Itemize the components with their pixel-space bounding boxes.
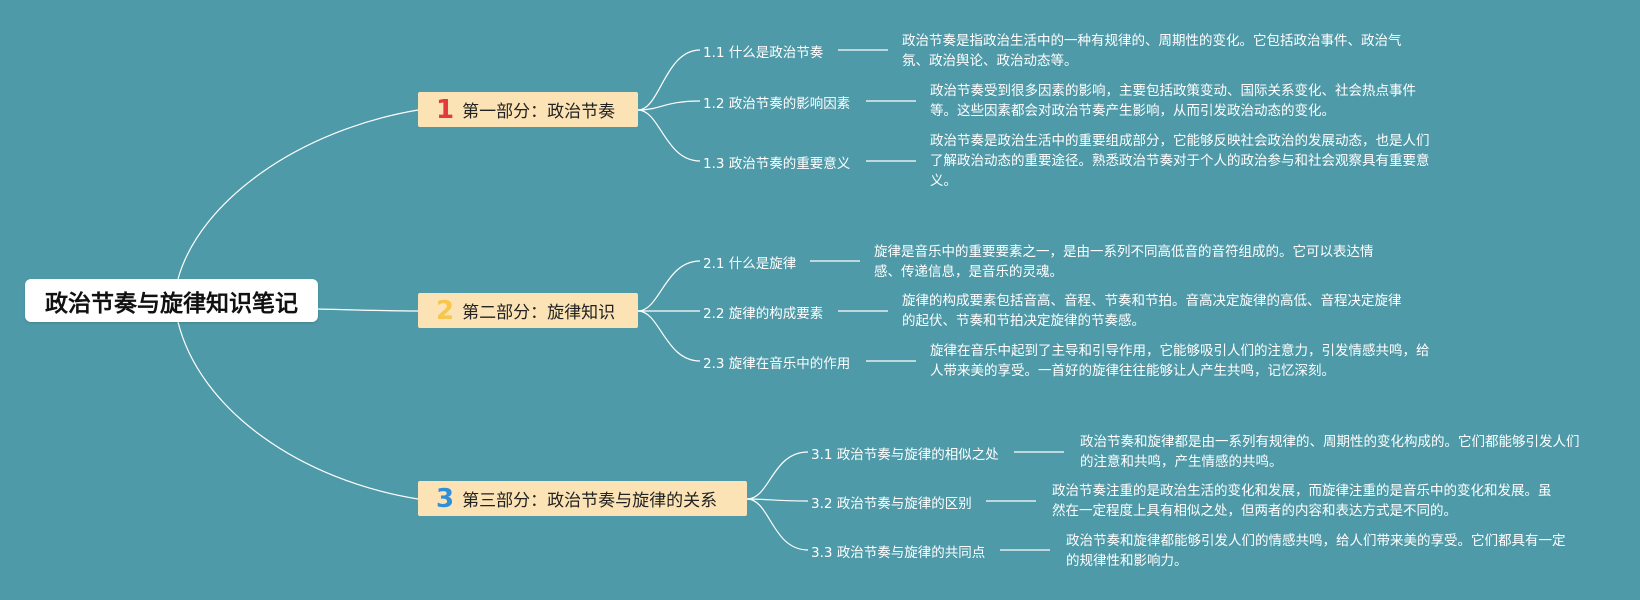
root-title: 政治节奏与旋律知识笔记 (45, 290, 298, 317)
sub-2-2-desc: 旋律的构成要素包括音高、音程、节奏和节拍。音高决定旋律的高低、音程决定旋律的起伏… (902, 293, 1402, 329)
link-s2-sub3 (637, 310, 701, 362)
sub-1-3-desc: 政治节奏是政治生活中的重要组成部分，它能够反映社会政治的发展动态，也是人们了解政… (930, 133, 1430, 189)
sub-3-2-label[interactable]: 3.2 政治节奏与旋律的区别 (811, 496, 972, 512)
link-s1-sub2 (637, 100, 701, 111)
sub-3-3-desc: 政治节奏和旋律都能够引发人们的情感共鸣，给人们带来美的享受。它们都具有一定的规律… (1066, 533, 1566, 569)
section-2-title: 第二部分：旋律知识 (462, 303, 616, 323)
section-3-title: 第三部分：政治节奏与旋律的关系 (462, 491, 718, 511)
sub-2-1-desc: 旋律是音乐中的重要要素之一，是由一系列不同高低音的音符组成的。它可以表达情感、传… (874, 244, 1374, 280)
section-3-node[interactable]: 3 第三部分：政治节奏与旋律的关系 (418, 481, 747, 516)
root-node[interactable]: 政治节奏与旋律知识笔记 (25, 279, 318, 322)
link-root-section-3 (177, 321, 419, 500)
section-2-node[interactable]: 2 第二部分：旋律知识 (418, 293, 638, 328)
link-s1-sub1 (637, 49, 701, 111)
sub-3-1-desc: 政治节奏和旋律都是由一系列有规律的、周期性的变化构成的。它们都能够引发人们的注意… (1080, 434, 1580, 470)
sub-3-3-label[interactable]: 3.3 政治节奏与旋律的共同点 (811, 545, 986, 561)
sub-1-1-desc: 政治节奏是指政治生活中的一种有规律的、周期性的变化。它包括政治事件、政治气氛、政… (902, 33, 1402, 69)
sub-1-1-label[interactable]: 1.1 什么是政治节奏 (703, 45, 824, 61)
section-2-number: 2 (436, 295, 455, 326)
link-s3-sub1 (746, 451, 809, 500)
link-s2-sub1 (637, 260, 701, 312)
sub-1-3-label[interactable]: 1.3 政治节奏的重要意义 (703, 156, 851, 172)
sub-2-3-label[interactable]: 2.3 旋律在音乐中的作用 (703, 356, 851, 372)
sub-3-2-desc: 政治节奏注重的是政治生活的变化和发展，而旋律注重的是音乐中的变化和发展。虽然在一… (1052, 483, 1552, 519)
link-s1-sub3 (637, 109, 701, 162)
section-1-title: 第一部分：政治节奏 (462, 102, 616, 122)
sub-1-2-label[interactable]: 1.2 政治节奏的影响因素 (703, 96, 851, 112)
section-1-node[interactable]: 1 第一部分：政治节奏 (418, 92, 638, 127)
section-1-number: 1 (436, 94, 455, 125)
link-s3-sub2 (746, 498, 809, 502)
link-root-section-1 (177, 109, 419, 280)
sub-1-2-desc: 政治节奏受到很多因素的影响，主要包括政策变动、国际关系变化、社会热点事件等。这些… (930, 83, 1416, 119)
sub-2-3-desc: 旋律在音乐中起到了主导和引导作用，它能够吸引人们的注意力，引发情感共鸣，给人带来… (930, 343, 1430, 379)
section-3-number: 3 (436, 483, 455, 514)
sub-2-2-label[interactable]: 2.2 旋律的构成要素 (703, 306, 824, 322)
sub-2-1-label[interactable]: 2.1 什么是旋律 (703, 256, 797, 272)
sub-3-1-label[interactable]: 3.1 政治节奏与旋律的相似之处 (811, 447, 999, 463)
link-root-section-2 (317, 308, 419, 312)
link-s3-sub3 (746, 498, 809, 551)
